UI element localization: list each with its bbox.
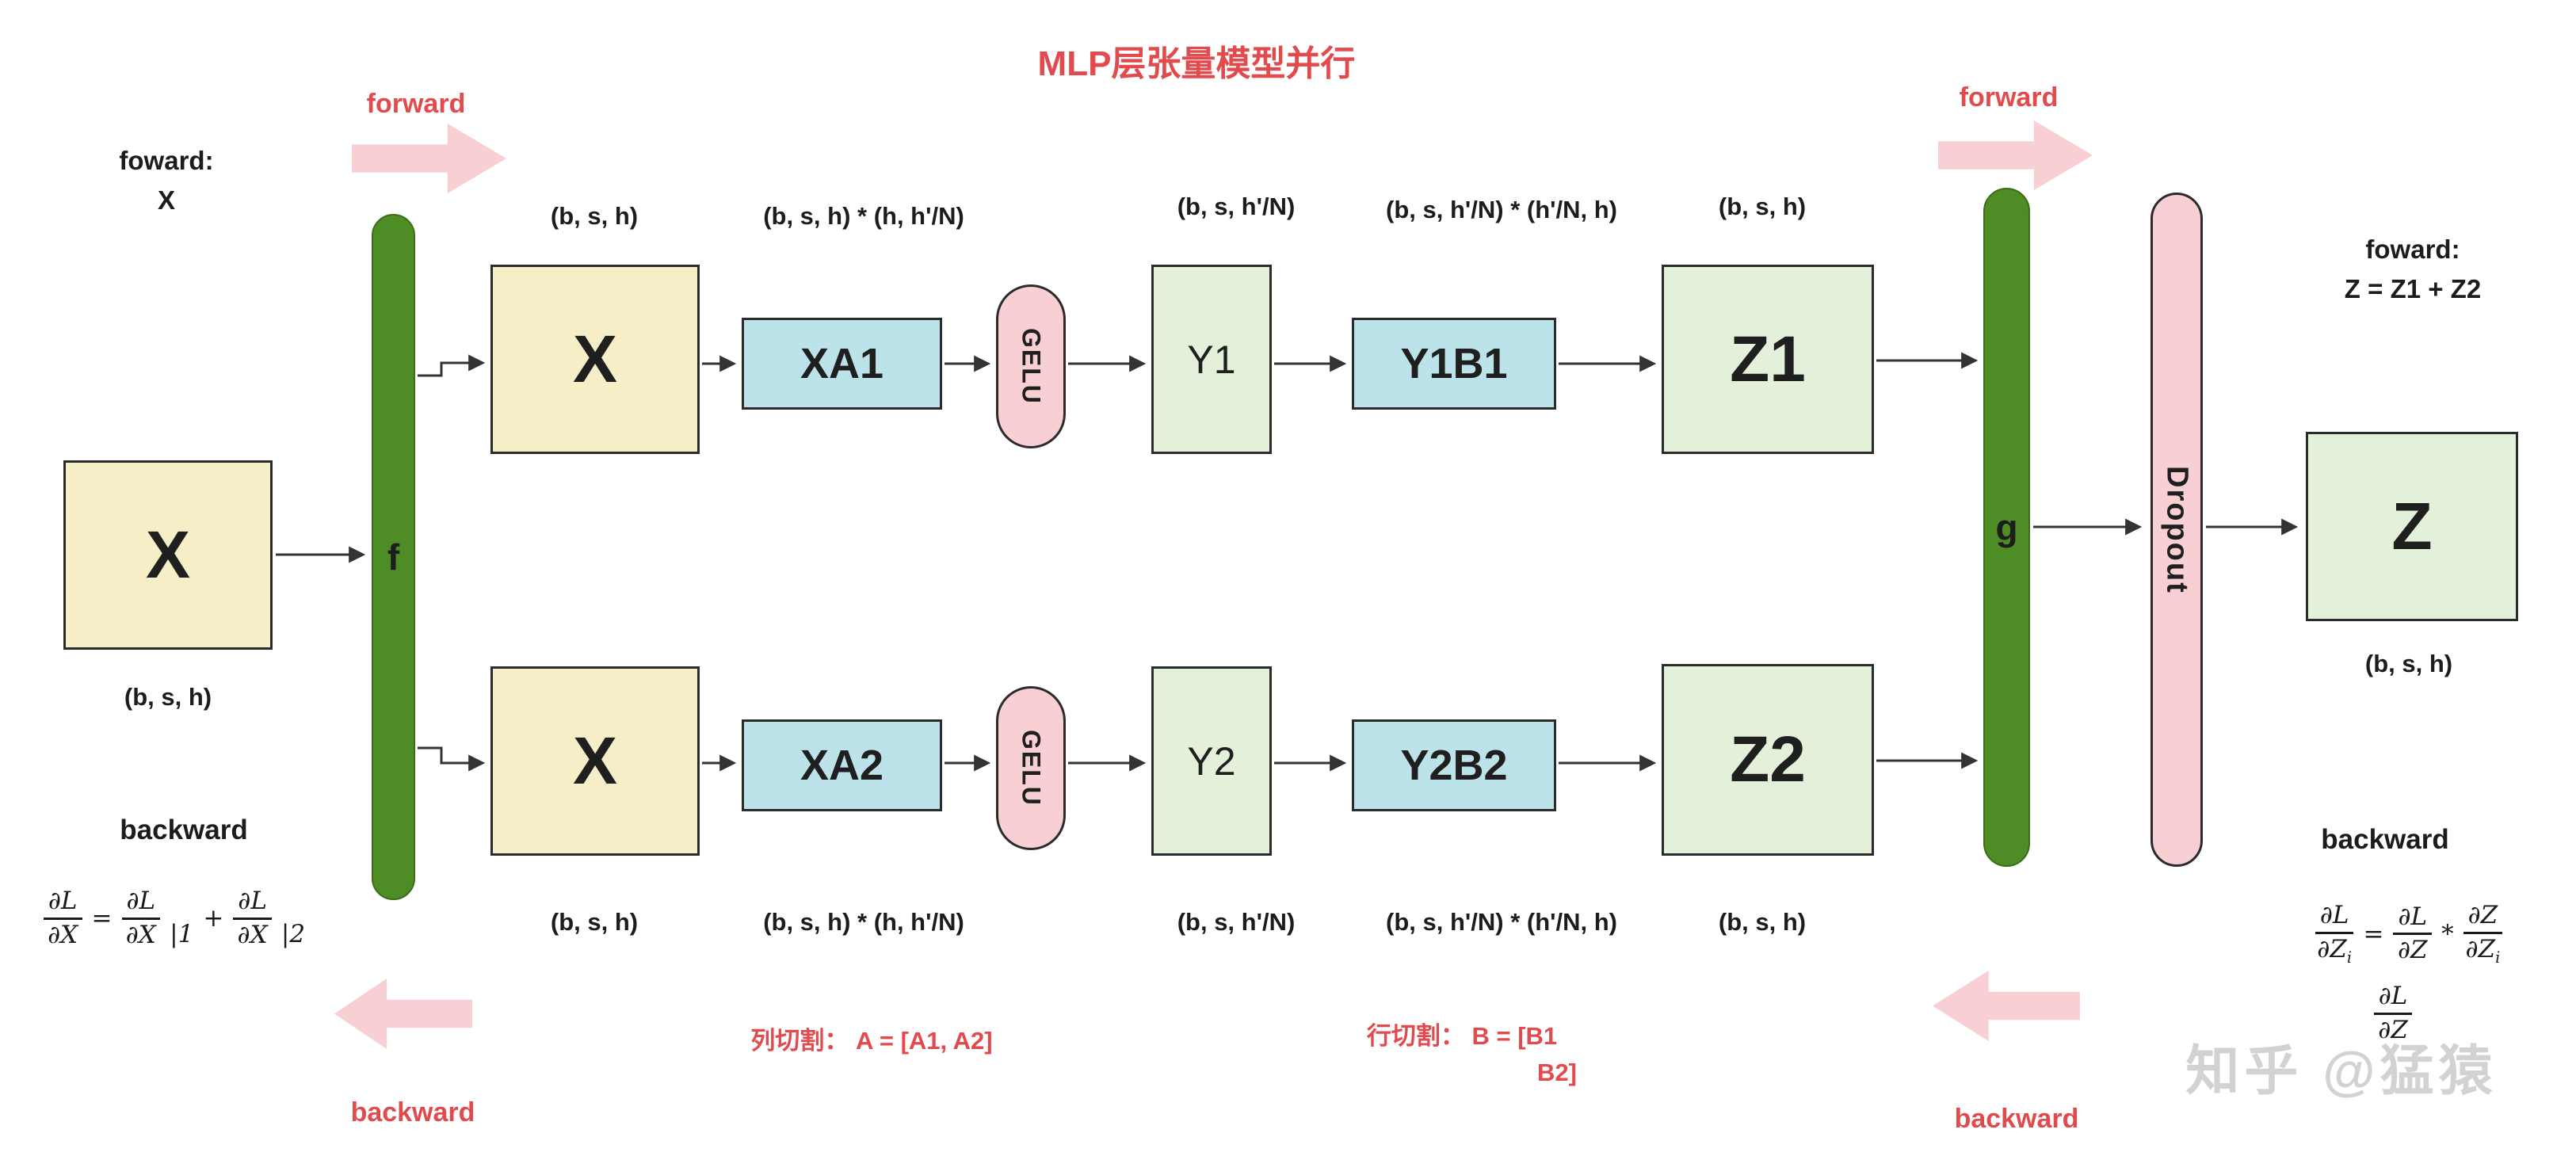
z2-label: Z2 [1730, 723, 1806, 795]
frac-den: ∂Z [2378, 1015, 2408, 1044]
frac-num: ∂L [2393, 902, 2433, 936]
frac-den: ∂Zi [2466, 934, 2501, 967]
f-operator-bar: f [372, 214, 415, 900]
gelu-top-label: GELU [1017, 328, 1046, 405]
dropout-bar: Dropout [2150, 193, 2203, 867]
y1b1-label: Y1B1 [1400, 340, 1508, 387]
gelu-bottom-label: GELU [1017, 730, 1046, 807]
row-split-note-line2: B2] [1537, 1059, 1577, 1086]
diagram-title: MLP层张量模型并行 [1037, 44, 1356, 83]
xa2-box: XA2 [742, 719, 942, 811]
frac-num: ∂L [2315, 901, 2354, 934]
left-forward-note: foward: X [48, 141, 285, 219]
x-box-bottom-label: X [572, 723, 618, 798]
den-base: ∂Z [2465, 934, 2496, 963]
xa1-box: XA1 [742, 318, 942, 410]
row-split-note-line1: 行切割： B = [B1 [1366, 1022, 1558, 1050]
right-forward-note-line1: foward: [2365, 235, 2460, 264]
right-backward-note: backward [2321, 824, 2449, 855]
frac-den: ∂Z [2397, 936, 2428, 965]
shape-label-top-x: (b, s, h) [550, 202, 639, 230]
x-input-shape: (b, s, h) [124, 683, 212, 711]
equals-sign: = [2363, 919, 2384, 948]
left-forward-note-line1: foward: [119, 146, 214, 175]
x-box-bottom: X [490, 666, 700, 856]
shape-label-bot-y: (b, s, h'/N) [1177, 908, 1296, 936]
plus-sign: + [203, 904, 224, 933]
frac-num: ∂L [2373, 982, 2413, 1015]
x-box-top-label: X [572, 322, 618, 396]
y2-box: Y2 [1151, 666, 1272, 856]
z1-label: Z1 [1730, 322, 1806, 395]
left-backward-note: backward [120, 815, 248, 845]
y2-label: Y2 [1187, 738, 1236, 784]
z-output-box: Z [2306, 432, 2518, 621]
frac-dl-dz-2: ∂L ∂Z [2373, 982, 2413, 1044]
shape-label-top-z: (b, s, h) [1718, 193, 1807, 220]
backward-label-right: backward [1954, 1104, 2079, 1134]
y2b2-label: Y2B2 [1400, 742, 1508, 789]
z1-box: Z1 [1662, 265, 1874, 454]
frac-num: ∂L [121, 887, 161, 920]
frac-num: ∂Z [2463, 901, 2503, 934]
frac-dl-dz: ∂L ∂Z [2393, 902, 2433, 965]
shape-label-top-yb: (b, s, h'/N) * (h'/N, h) [1386, 196, 1617, 223]
xa1-label: XA1 [800, 340, 884, 387]
shape-label-top-y: (b, s, h'/N) [1177, 193, 1296, 220]
zhihu-watermark: 知乎 @猛猿 [2185, 1041, 2498, 1101]
f-operator-label: f [387, 536, 400, 578]
frac-num: ∂L [233, 887, 272, 920]
frac-den: ∂Zi [2317, 934, 2352, 967]
forward-label-left: forward [366, 89, 466, 119]
frac-den: ∂X [237, 920, 268, 949]
g-operator-label: g [1995, 506, 2018, 548]
shape-label-bot-x: (b, s, h) [550, 908, 639, 936]
equals-sign: = [91, 904, 113, 933]
shape-label-bot-z: (b, s, h) [1718, 908, 1807, 936]
backward-formula-right: ∂L ∂Zi = ∂L ∂Z * ∂Z ∂Zi [2250, 901, 2567, 967]
restriction-bar-2: |2 [280, 920, 306, 949]
z-output-shape: (b, s, h) [2364, 650, 2453, 677]
frac-dl-dzi: ∂L ∂Zi [2315, 901, 2354, 967]
frac-dl-dx: ∂L ∂X [43, 887, 82, 949]
g-operator-bar: g [1983, 188, 2030, 867]
z2-box: Z2 [1662, 664, 1874, 856]
x-input-box: X [63, 460, 273, 650]
y1b1-box: Y1B1 [1352, 318, 1556, 410]
x-box-top: X [490, 265, 700, 454]
multiply-sign: * [2441, 919, 2454, 948]
right-forward-note: foward: Z = Z1 + Z2 [2266, 230, 2559, 308]
gelu-capsule-bottom: GELU [996, 686, 1066, 850]
den-base: ∂Z [2317, 934, 2347, 963]
den-sub: i [2346, 948, 2353, 967]
backward-formula-left: ∂L ∂X = ∂L ∂X |1 + ∂L ∂X |2 [8, 887, 341, 949]
frac-den: ∂X [48, 920, 78, 949]
gelu-capsule-top: GELU [996, 284, 1066, 448]
y2b2-box: Y2B2 [1352, 719, 1556, 811]
shape-label-bot-xa: (b, s, h) * (h, h'/N) [763, 908, 964, 936]
left-forward-note-line2: X [157, 185, 175, 215]
y1-box: Y1 [1151, 265, 1272, 454]
shape-label-top-xa: (b, s, h) * (h, h'/N) [763, 202, 964, 230]
frac-dl-dx-1: ∂L ∂X [121, 887, 161, 949]
right-forward-note-line2: Z = Z1 + Z2 [2344, 273, 2482, 303]
xa2-label: XA2 [800, 742, 884, 789]
z-output-label: Z [2391, 489, 2433, 563]
column-split-note: 列切割： A = [A1, A2] [750, 1027, 993, 1055]
forward-label-right: forward [1959, 82, 2059, 113]
frac-dz-dzi: ∂Z ∂Zi [2463, 901, 2503, 967]
y1-label: Y1 [1187, 337, 1236, 382]
den-sub: i [2495, 948, 2501, 967]
frac-num: ∂L [43, 887, 82, 920]
frac-den: ∂X [125, 920, 156, 949]
restriction-bar-1: |1 [170, 920, 194, 949]
frac-dl-dx-2: ∂L ∂X [233, 887, 272, 949]
shape-label-bot-yb: (b, s, h'/N) * (h'/N, h) [1386, 908, 1617, 936]
x-input-box-label: X [145, 517, 191, 592]
backward-label-left: backward [350, 1097, 475, 1127]
backward-formula-right-line2: ∂L ∂Z [2314, 982, 2472, 1044]
dropout-label: Dropout [2160, 465, 2194, 594]
